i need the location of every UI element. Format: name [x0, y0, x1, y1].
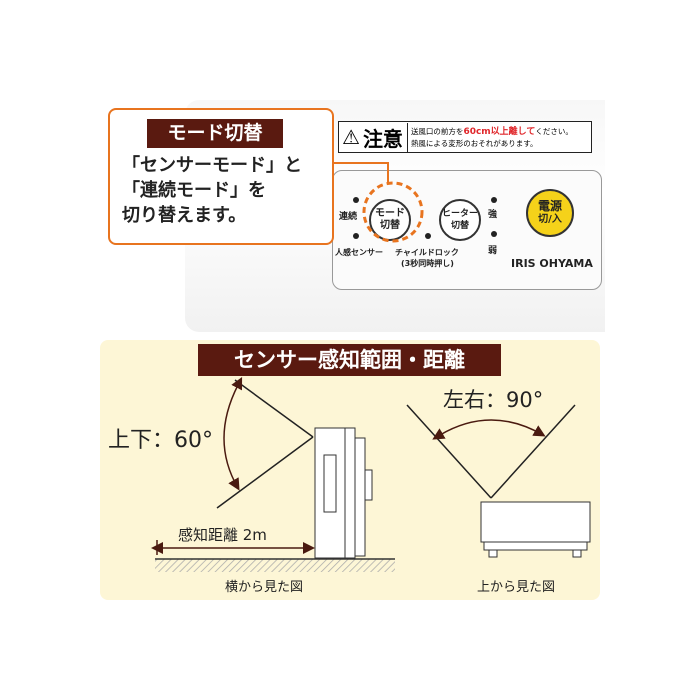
side-view-caption: 横から見た図 [225, 580, 303, 595]
label-child-lock-note: (3秒同時押し) [401, 259, 454, 268]
warning-triangle-icon: ⚠ [342, 125, 360, 149]
sensor-indicator [353, 233, 359, 239]
power-button-line1: 電源 [537, 199, 562, 213]
distance-label: 感知距離 2m [178, 526, 267, 544]
label-sensor: 人感センサー [335, 248, 383, 257]
strong-indicator [491, 197, 497, 203]
child-lock-indicator [425, 233, 431, 239]
top-view-caption: 上から見た図 [477, 580, 555, 595]
label-weak: 弱 [488, 246, 498, 256]
continuous-indicator [353, 197, 359, 203]
vertical-angle-arrow [223, 376, 243, 491]
heater-button-line1: ヒーター [441, 209, 478, 219]
label-child-lock: チャイルドロック [395, 248, 459, 257]
sensor-diagram: 上下：60° 感知距離 2m 横から見た図 左右：90° 上から見た図 [108, 376, 591, 595]
callout-leader-line [330, 162, 389, 183]
callout-line: 「連続モード」を [122, 180, 266, 201]
callout-body: 「センサーモード」と 「連続モード」を 切り替えます。 [122, 153, 302, 228]
power-button-line2: 切/入 [538, 214, 562, 225]
callout-connector [330, 162, 424, 243]
top-view-diagram: 左右：90° 上から見た図 [406, 388, 591, 595]
weak-indicator [491, 231, 497, 237]
sensor-title: センサー感知範囲・距離 [198, 344, 501, 376]
heater-button-line2: 切替 [450, 221, 469, 231]
power-button[interactable]: 電源 切/入 [526, 189, 574, 237]
horizontal-angle-label: 左右：90° [443, 388, 543, 412]
horizontal-angle-arrow [432, 419, 546, 440]
warning-text: 送風口の前方を60cm以上離してください。 熱風による変形のおそれがあります。 [408, 126, 573, 149]
label-continuous: 連続 [339, 212, 358, 222]
heater-switch-button[interactable]: ヒーター 切替 [439, 199, 481, 241]
side-view-diagram: 上下：60° 感知距離 2m 横から見た図 [108, 376, 395, 595]
brand-logo: IRIS OHYAMA [511, 257, 593, 270]
warning-label: ⚠ 注意 送風口の前方を60cm以上離してください。 熱風による変形のおそれがあ… [338, 121, 592, 153]
mode-button-line1: モード [375, 208, 405, 219]
warning-line1-red: 60cm以上離して [463, 126, 536, 137]
callout-line: 「センサーモード」と [122, 155, 302, 176]
warning-heading: 注意 [363, 122, 408, 152]
warning-line1-pre: 送風口の前方を [410, 126, 464, 136]
vertical-angle-label: 上下：60° [108, 428, 213, 453]
control-panel: 連続 人感センサー モード 切替 ヒーター 切替 チャイルドロック (3秒同時押… [332, 170, 602, 290]
callout-line: 切り替えます。 [122, 205, 247, 226]
callout-title: モード切替 [147, 119, 283, 148]
mode-button-line2: 切替 [380, 220, 400, 231]
warning-line2: 熱風による変形のおそれがあります。 [410, 138, 538, 148]
warning-line1-post: ください。 [535, 126, 573, 136]
label-strong: 強 [488, 210, 498, 220]
mode-button-highlight [362, 181, 424, 243]
